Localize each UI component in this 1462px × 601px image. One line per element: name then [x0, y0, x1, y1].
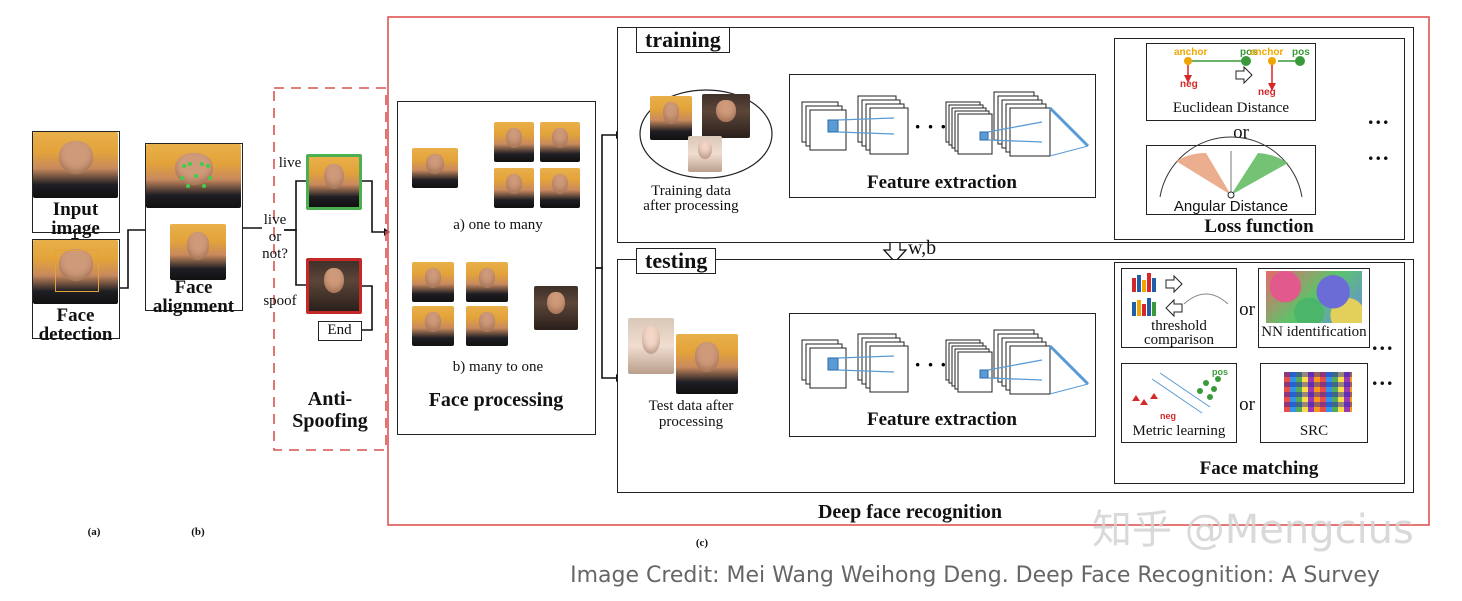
- angular-diagram: [1159, 136, 1303, 199]
- svg-text:anchor: anchor: [1250, 47, 1283, 58]
- fp-target-face-4: [540, 168, 580, 208]
- svg-text:pos: pos: [1240, 47, 1258, 58]
- watermark: 知乎 @Mengcius: [1092, 507, 1414, 553]
- spoof-label: spoof: [263, 293, 297, 309]
- src-color-matrix-overlay: [1284, 372, 1352, 412]
- fp-source-face-a: [412, 148, 458, 188]
- training-face-3: [688, 136, 722, 172]
- fp-many-face-2: [466, 262, 508, 302]
- loss-dots-1: ...: [1368, 104, 1391, 129]
- fp-many-face-3: [412, 306, 454, 346]
- metric-pos-text: pos: [1212, 367, 1228, 377]
- metric-neg-text: neg: [1160, 411, 1176, 421]
- svg-text:pos: pos: [1292, 47, 1310, 58]
- euclidean-label: Euclidean Distance: [1172, 100, 1290, 116]
- fp-many-face-4: [466, 306, 508, 346]
- loss-function-label: Loss function: [1204, 216, 1314, 237]
- weights-label: w,b: [908, 237, 937, 259]
- test-face-1: [628, 318, 674, 374]
- live-label: live: [278, 155, 302, 171]
- spoof-face-image: [306, 258, 362, 314]
- metric-label: Metric learning: [1132, 423, 1226, 439]
- metric-diagram: pos neg: [1132, 367, 1228, 421]
- input-image-label: Input image: [51, 199, 100, 239]
- training-face-1: [650, 96, 692, 140]
- training-data-label: Training data after processing: [643, 183, 739, 214]
- svg-text:· · ·: · · ·: [914, 352, 947, 377]
- anchor-text-1: anchor: [1174, 47, 1207, 58]
- src-color-matrix: [1284, 372, 1352, 412]
- landmark-dots: [180, 162, 212, 188]
- src-label: SRC: [1299, 423, 1329, 439]
- face-alignment-box: Face alignment: [145, 143, 243, 316]
- matching-or-label-1: or: [1239, 299, 1255, 320]
- testing-tag: testing: [636, 248, 717, 274]
- matching-or-label-2: or: [1239, 394, 1255, 415]
- test-data-label: Test data after processing: [648, 398, 734, 430]
- anti-spoofing-title: Anti- Spoofing: [292, 388, 368, 432]
- one-to-many-label: a) one to many: [453, 217, 543, 233]
- face-alignment-label: Face alignment: [152, 277, 235, 317]
- loss-dots-2: ...: [1368, 140, 1391, 165]
- svg-text:neg: neg: [1180, 79, 1198, 90]
- live-or-not-label: live or not?: [262, 212, 288, 262]
- alignment-landmarks-image: [146, 144, 241, 208]
- fp-one-face: [534, 286, 578, 330]
- test-face-2: [676, 334, 738, 394]
- face-detection-label: Face detection: [38, 305, 113, 345]
- threshold-label: threshold comparison: [1144, 318, 1214, 348]
- training-feature-extraction-label: Feature extraction: [866, 172, 1017, 193]
- threshold-diagram: [1132, 273, 1229, 318]
- caption-c: (c): [695, 537, 709, 549]
- euclidean-panel: Euclidean Distance: [1146, 43, 1316, 121]
- live-face-image: [306, 154, 362, 210]
- angular-label: Angular Distance: [1173, 198, 1289, 215]
- nn-voronoi-map: [1266, 271, 1362, 323]
- caption-b: (b): [191, 526, 205, 538]
- image-credit: Image Credit: Mei Wang Weihong Deng. Dee…: [570, 563, 1380, 588]
- face-processing-box: a) one to many b) many to one Face proce…: [397, 101, 596, 435]
- training-tag: training: [636, 27, 730, 53]
- svg-text:· · ·: · · ·: [914, 114, 947, 139]
- triplet-diagram: anchor pos anchor pos neg neg: [1174, 47, 1310, 98]
- face-processing-title: Face processing: [428, 389, 564, 411]
- nn-label: NN identification: [1261, 324, 1367, 340]
- face-detection-box: Face detection: [32, 239, 120, 344]
- matching-dots-2: ...: [1372, 365, 1395, 390]
- metric-panel: Metric learning: [1121, 363, 1237, 443]
- many-to-one-label: b) many to one: [452, 359, 544, 375]
- deep-face-recognition-title: Deep face recognition: [817, 501, 1003, 523]
- end-box: End: [318, 321, 362, 341]
- aligned-face-image: [170, 224, 226, 280]
- fp-many-face-1: [412, 262, 454, 302]
- caption-a: (a): [87, 526, 101, 538]
- testing-cnn-diagram: · · ·: [801, 329, 1090, 395]
- fp-target-face-1: [494, 122, 534, 162]
- fp-target-face-2: [540, 122, 580, 162]
- face-matching-label: Face matching: [1199, 458, 1319, 479]
- detection-bounding-box: [55, 250, 99, 292]
- training-face-2: [702, 94, 750, 138]
- end-label: End: [327, 322, 352, 338]
- matching-dots-1: ...: [1372, 330, 1395, 355]
- input-face-image: [33, 132, 118, 198]
- loss-or-label: or: [1233, 122, 1249, 143]
- testing-feature-extraction-label: Feature extraction: [866, 409, 1017, 430]
- fp-target-face-3: [494, 168, 534, 208]
- training-cnn-diagram: · · ·: [801, 91, 1090, 157]
- input-image-box: Input image: [32, 131, 120, 238]
- svg-text:neg: neg: [1258, 87, 1276, 98]
- detection-face-image: [33, 240, 118, 304]
